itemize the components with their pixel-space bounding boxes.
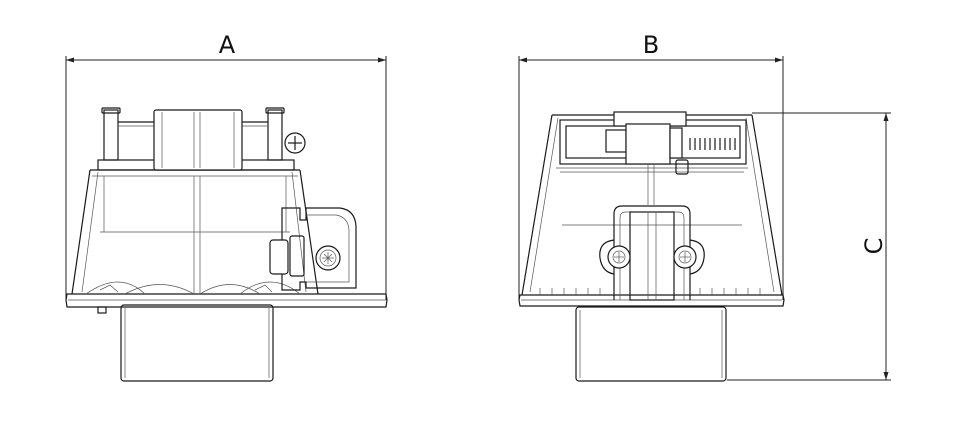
dimension-b: B — [518, 31, 784, 300]
dimension-b-label: B — [643, 31, 659, 59]
front-view — [518, 111, 785, 382]
dimension-c-label: C — [860, 238, 888, 255]
dimension-a-label: A — [219, 31, 236, 59]
dimension-a: A — [65, 31, 387, 300]
side-view — [65, 107, 388, 382]
dimension-c: C — [727, 112, 891, 381]
